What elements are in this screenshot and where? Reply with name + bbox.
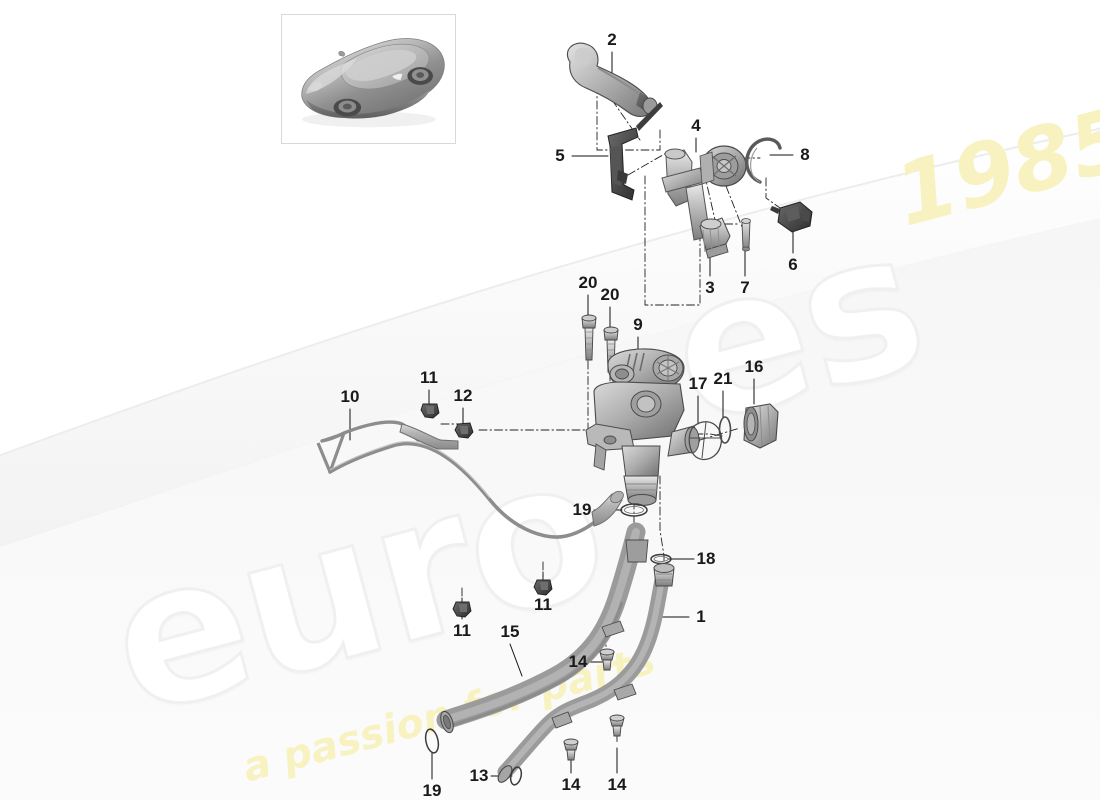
part-17-gasket: [688, 421, 723, 461]
part-13-o-ring: [509, 766, 523, 786]
callout-16: 16: [744, 357, 764, 376]
part-6-electrical-connector: [770, 201, 813, 233]
callout-11: 11: [453, 621, 471, 640]
part-11-clamp-b: [533, 579, 553, 596]
part-12-clamp: [454, 422, 474, 439]
part-19-o-ring-upper: [620, 503, 648, 517]
callout-8: 8: [800, 145, 810, 164]
callout-19: 19: [422, 781, 442, 800]
part-19-o-ring-lower: [424, 728, 440, 754]
callout-6: 6: [788, 255, 798, 274]
callout-5: 5: [555, 146, 565, 165]
part-11-clamp-c: [452, 601, 472, 618]
part-4-valve-body: [661, 145, 747, 241]
part-18-o-ring: [650, 553, 672, 565]
callout-7: 7: [740, 278, 750, 297]
callout-14: 14: [561, 775, 581, 794]
part-14-bolt-a: [599, 648, 615, 671]
callout-14: 14: [607, 775, 627, 794]
callout-13: 13: [469, 766, 489, 785]
callout-4: 4: [691, 116, 701, 135]
callout-11: 11: [420, 368, 438, 387]
part-7-pin: [741, 218, 751, 252]
part-16-bushing-cap: [743, 403, 779, 449]
callout-21: 21: [713, 369, 733, 388]
part-9-pump-housing: [585, 348, 701, 506]
part-11-clamp-a: [420, 403, 440, 419]
callout-14: 14: [568, 652, 588, 671]
car-illustration: [301, 38, 445, 128]
part-20-bolt-a: [581, 314, 597, 361]
callout-19: 19: [572, 500, 592, 519]
part-14-bolt-c: [609, 714, 625, 737]
callout-11: 11: [534, 595, 552, 614]
callout-20: 20: [600, 285, 620, 304]
part-8-retaining-clip: [745, 137, 782, 184]
part-14-bolt-b: [563, 738, 579, 761]
callout-12: 12: [453, 386, 473, 405]
callout-18: 18: [696, 549, 716, 568]
part-2-hose-elbow: [566, 42, 658, 118]
part-21-o-ring: [718, 416, 732, 444]
part-3-connector-sleeve: [699, 217, 731, 259]
callout-1: 1: [696, 607, 706, 626]
callout-2: 2: [607, 30, 617, 49]
vehicle-thumbnail: [281, 14, 456, 144]
part-10-rigid-line: [316, 420, 624, 539]
callout-3: 3: [705, 278, 715, 297]
callout-20: 20: [578, 273, 598, 292]
part-15-coolant-hose: [436, 522, 649, 734]
callout-17: 17: [688, 374, 708, 393]
part-5-bracket: [607, 102, 663, 201]
callout-9: 9: [633, 315, 643, 334]
part-1-coolant-pipe: [497, 562, 675, 783]
callout-10: 10: [340, 387, 360, 406]
callout-15: 15: [500, 622, 520, 641]
